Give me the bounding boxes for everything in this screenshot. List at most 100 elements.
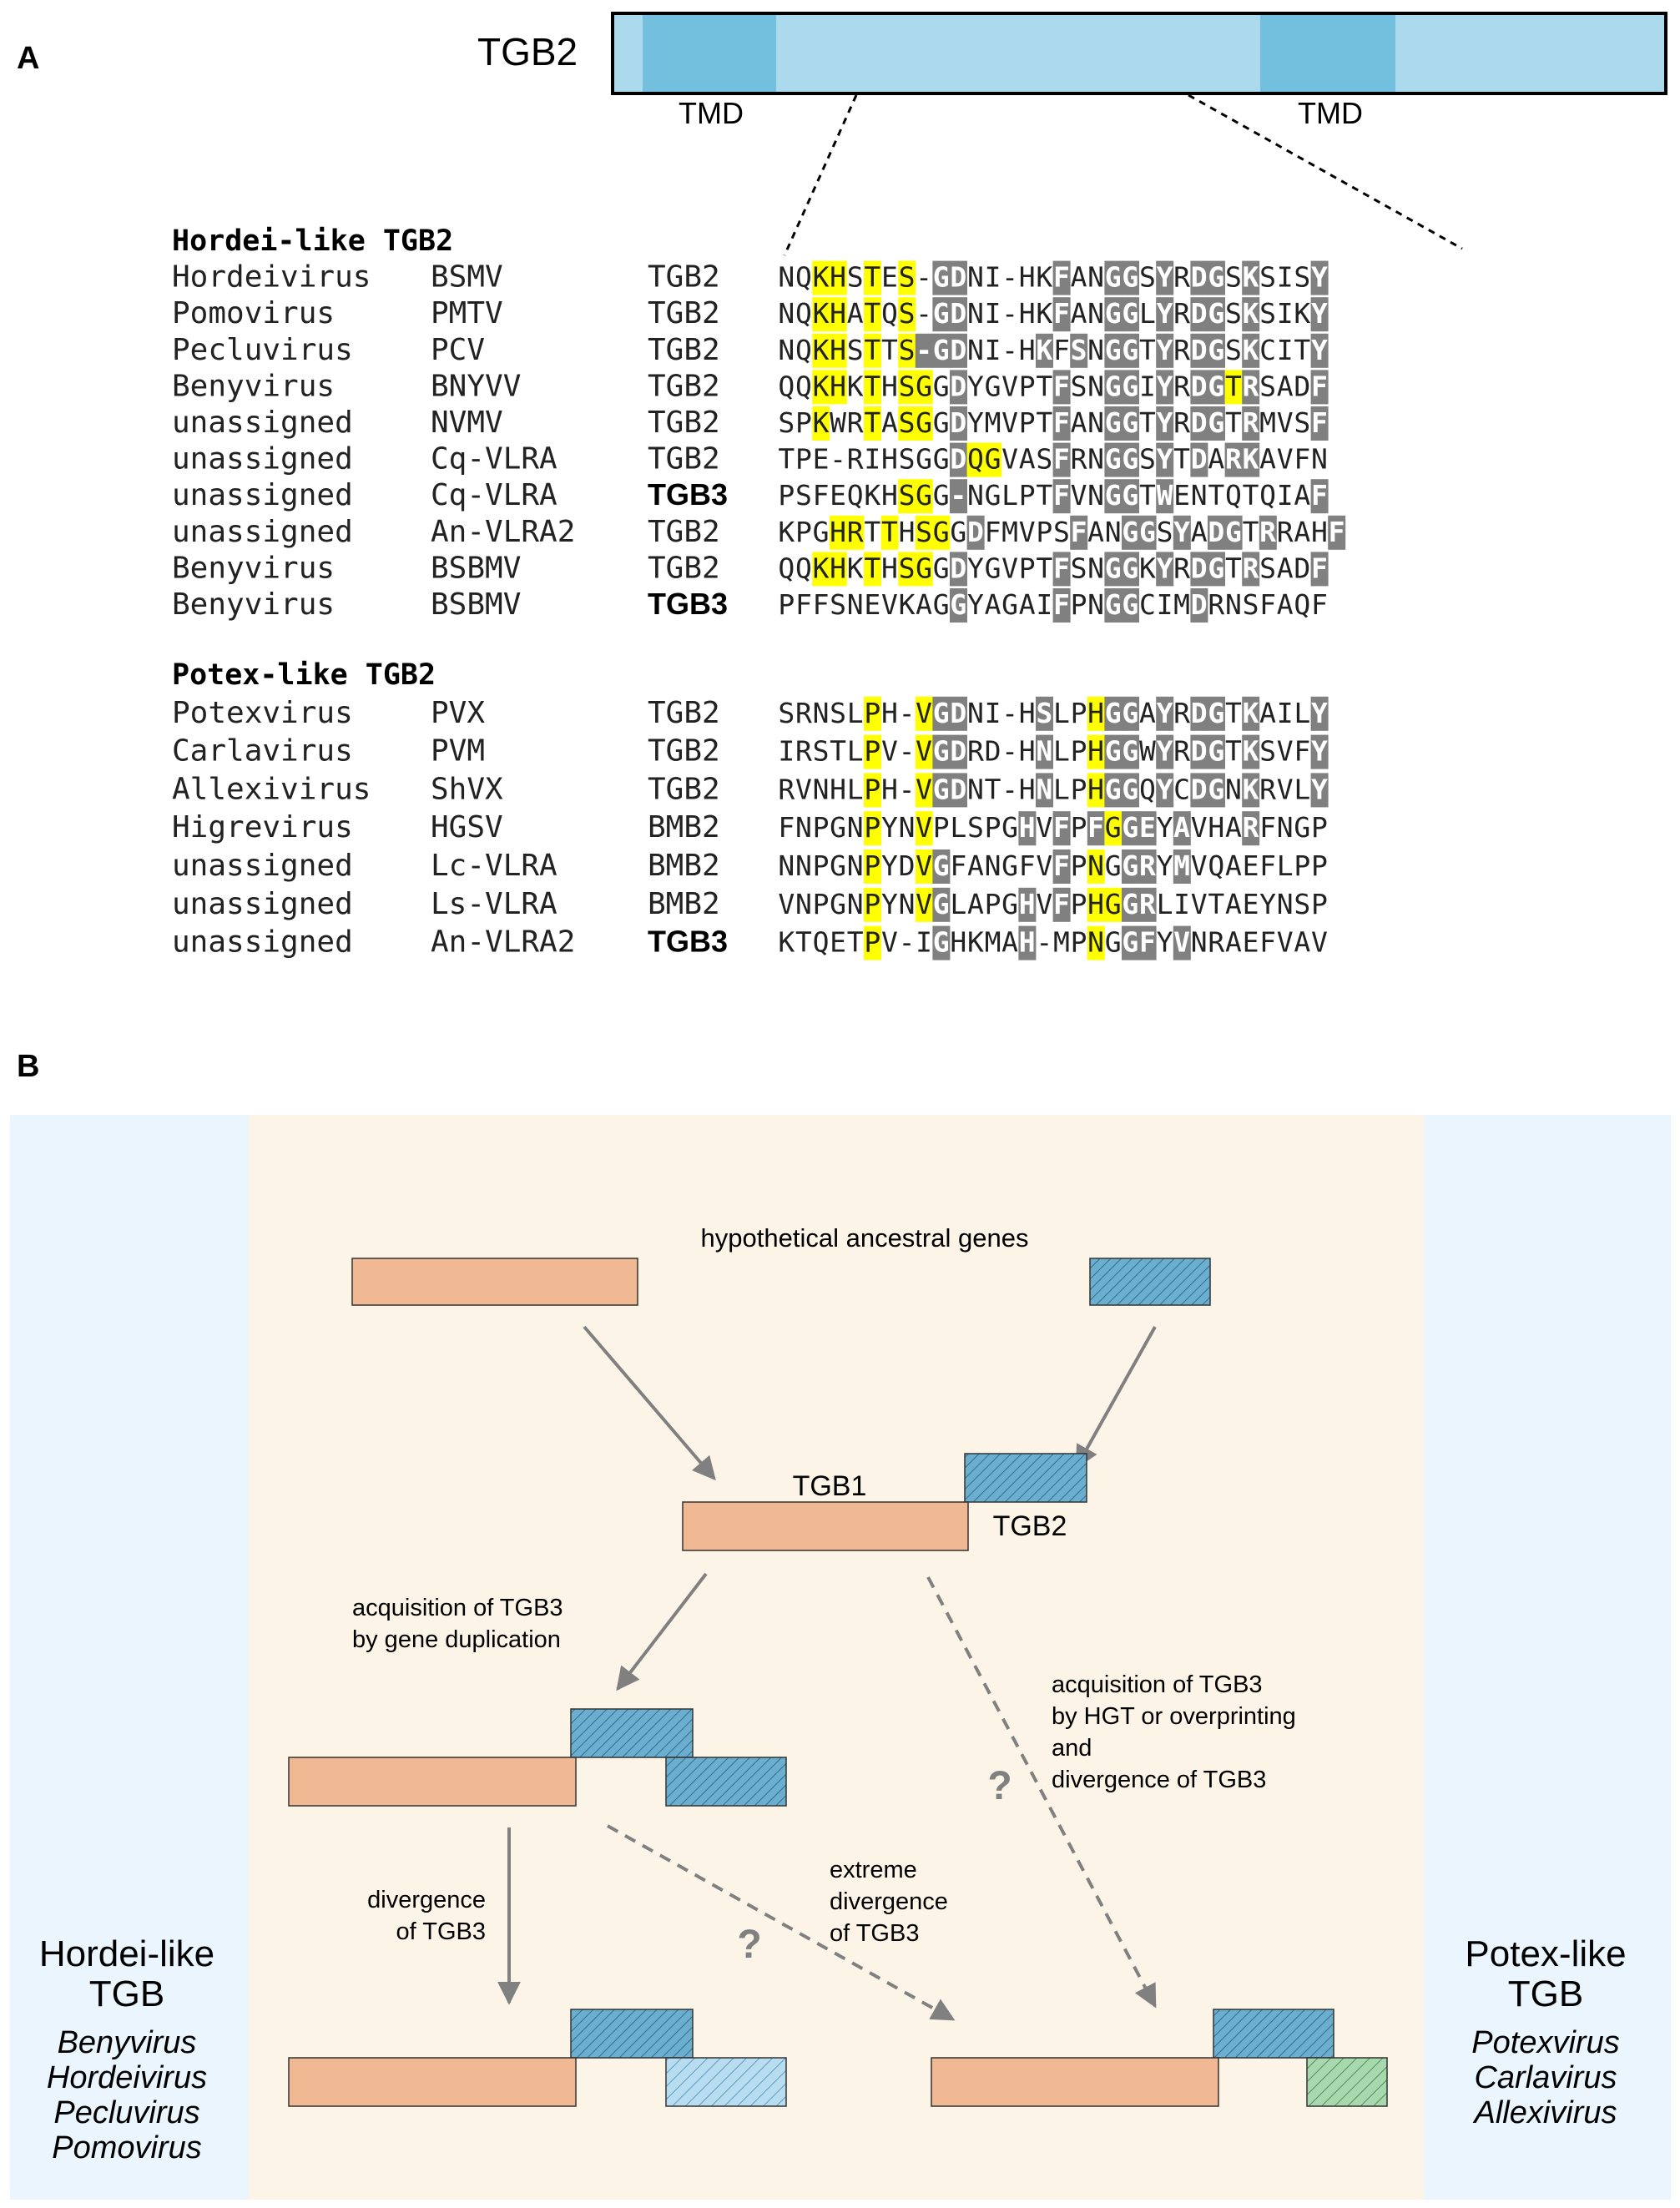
residue: D: [950, 443, 966, 476]
residue-conserved-cell: [1310, 552, 1329, 587]
residue: N: [899, 888, 916, 920]
residue: P: [1311, 811, 1328, 844]
residue: V: [916, 888, 932, 920]
residue-conserved-cell: [1052, 297, 1071, 332]
row-genus: Higrevirus: [172, 810, 353, 844]
final-potex-tgb1: [931, 2057, 1219, 2107]
residue: G: [1208, 697, 1224, 729]
residue: F: [1053, 552, 1070, 584]
row-gene: TGB2: [648, 333, 720, 367]
residue: P: [864, 849, 880, 882]
residue: Q: [813, 926, 830, 959]
row-gene: TGB2: [648, 772, 720, 806]
residue: L: [1053, 697, 1070, 729]
residue: P: [864, 811, 880, 844]
residue: K: [847, 370, 864, 402]
residue: G: [830, 888, 846, 920]
residue: Y: [1157, 406, 1173, 439]
residue: I: [985, 261, 1001, 294]
row-genus: Benyvirus: [172, 551, 335, 585]
residue-highlight-cell: [829, 260, 847, 295]
residue: P: [864, 888, 880, 920]
residue: S: [1225, 297, 1242, 330]
residue: G: [1105, 370, 1122, 402]
residue: V: [1001, 552, 1018, 584]
residue: R: [1173, 370, 1190, 402]
ancestral-genes-label: hypothetical ancestral genes: [701, 1223, 1029, 1253]
residue-conserved-cell: [1104, 588, 1123, 623]
residue-conserved-cell: [1310, 333, 1329, 368]
residue: N: [1225, 588, 1242, 621]
residue: G: [1105, 811, 1122, 844]
residue: V: [1277, 773, 1294, 805]
residue-conserved-cell: [1138, 515, 1157, 550]
residue: G: [933, 773, 950, 805]
residue-conserved-cell: [1018, 925, 1037, 960]
residue: K: [813, 297, 830, 330]
residue: F: [1259, 588, 1276, 621]
residue-conserved-cell: [1052, 479, 1071, 514]
residue: N: [847, 588, 864, 621]
residue-conserved-cell: [1104, 333, 1123, 368]
residue: H: [830, 552, 846, 584]
residue-conserved-cell: [950, 297, 967, 332]
residue: N: [1087, 849, 1104, 882]
residue-highlight-cell: [915, 552, 933, 587]
residue-conserved-cell: [1070, 333, 1088, 368]
residue: G: [933, 334, 950, 366]
ancestral-gene-tgb2: [1089, 1258, 1211, 1306]
row-genus: unassigned: [172, 406, 353, 440]
residue-conserved-cell: [1208, 370, 1225, 405]
residue: N: [1277, 888, 1294, 920]
residue: P: [1311, 888, 1328, 920]
residue: G: [916, 443, 932, 476]
residue: G: [933, 697, 950, 729]
residue-conserved-cell: [932, 333, 951, 368]
residue: G: [1105, 849, 1122, 882]
residue: S: [899, 261, 916, 294]
residue-conserved-cell: [1122, 552, 1139, 587]
residue: Y: [1259, 888, 1276, 920]
residue: A: [1277, 588, 1294, 621]
residue: N: [1087, 926, 1104, 959]
residue-conserved-cell: [1122, 297, 1139, 332]
row-virus: Cq-VLRA: [431, 442, 557, 476]
residue: R: [1208, 926, 1224, 959]
residue: G: [1105, 926, 1122, 959]
residue: W: [830, 406, 846, 439]
residue: V: [1311, 926, 1328, 959]
residue: T: [1036, 370, 1052, 402]
residue-conserved-cell: [1242, 442, 1260, 477]
div-label-line2: of TGB3: [396, 1918, 486, 1945]
residue: F: [1294, 735, 1310, 768]
residue-conserved-cell: [1122, 333, 1139, 368]
tmd-region-1: [643, 15, 776, 92]
residue: A: [1277, 370, 1294, 402]
residue: D: [950, 370, 966, 402]
residue: A: [1191, 516, 1208, 548]
residue: G: [1001, 849, 1018, 882]
residue: G: [1105, 443, 1122, 476]
residue: Y: [1157, 443, 1173, 476]
residue: H: [881, 370, 898, 402]
residue: T: [1243, 479, 1259, 512]
residue: Y: [1157, 773, 1173, 805]
residue: S: [899, 297, 916, 330]
residue: D: [950, 261, 966, 294]
residue: Q: [1259, 479, 1276, 512]
residue: Q: [778, 370, 795, 402]
residue-highlight-cell: [864, 260, 881, 295]
residue: N: [1277, 811, 1294, 844]
residue-highlight-cell: [898, 552, 916, 587]
residue: F: [985, 516, 1001, 548]
residue: N: [967, 297, 984, 330]
residue: S: [1259, 552, 1276, 584]
residue: S: [778, 406, 795, 439]
residue: V: [1019, 516, 1036, 548]
residue: G: [1208, 406, 1224, 439]
residue: C: [1173, 773, 1190, 805]
residue: F: [1053, 297, 1070, 330]
residue: M: [1173, 849, 1190, 882]
residue: N: [1087, 479, 1104, 512]
residue: Y: [1157, 370, 1173, 402]
